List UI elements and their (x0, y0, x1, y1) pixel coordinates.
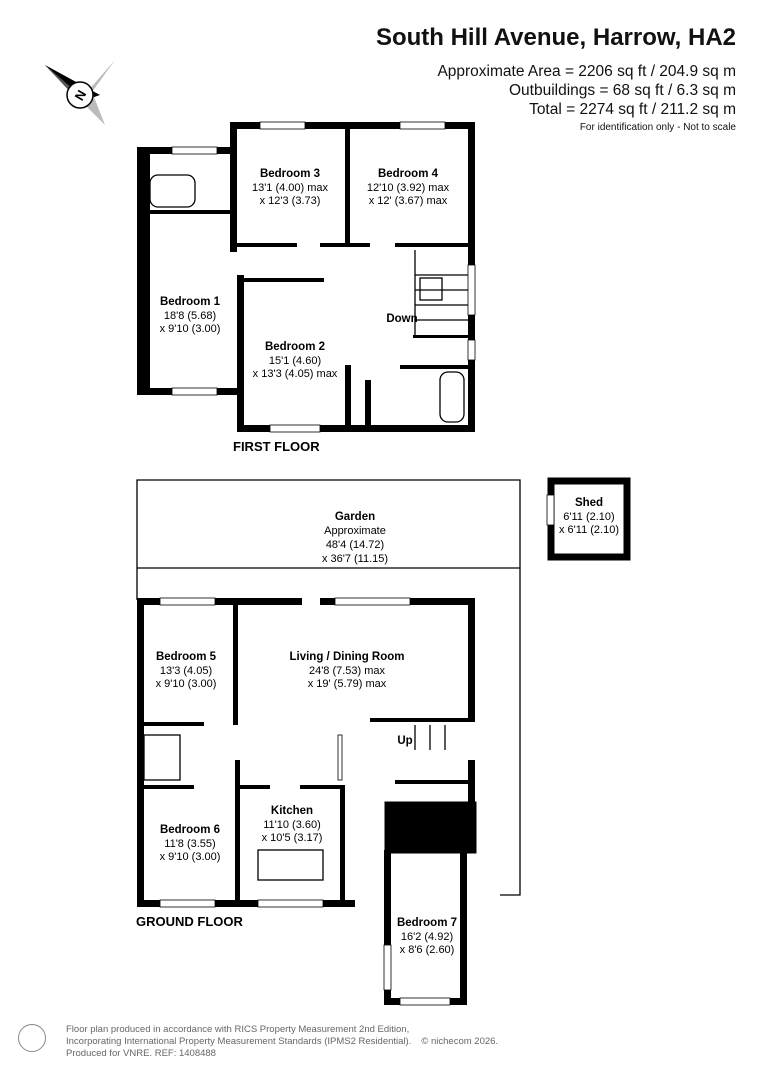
bedroom-1-label: Bedroom 1 (160, 296, 221, 308)
shed-label: Shed (575, 497, 603, 509)
bedroom-3-label: Bedroom 3 (260, 168, 320, 180)
total-area: Total = 2274 sq ft / 211.2 sq m (529, 101, 736, 118)
bedroom-2-dim: x 13'3 (4.05) max (253, 368, 338, 380)
scale-note: For identification only - Not to scale (579, 122, 736, 133)
footer-line: Floor plan produced in accordance with R… (66, 1024, 410, 1035)
stairs-down-label: Down (386, 313, 417, 325)
bedroom-2-dim: 15'1 (4.60) (269, 355, 321, 367)
bedroom-4-dim: x 12' (3.67) max (369, 195, 448, 207)
bedroom-6-label: Bedroom 6 (160, 824, 220, 836)
garden-dim: Approximate (324, 525, 386, 537)
garden-dim: x 36'7 (11.15) (322, 553, 388, 565)
ground-floor-plan (136, 477, 631, 1006)
footer-line: Incorporating International Property Mea… (66, 1036, 412, 1047)
bedroom-1-dim: x 9'10 (3.00) (160, 323, 221, 335)
store-label: Store (421, 823, 450, 835)
shed-dim: x 6'11 (2.10) (559, 524, 619, 536)
living-dining-dim: x 19' (5.79) max (308, 678, 387, 690)
first-floor-label: FIRST FLOOR (233, 439, 320, 454)
bedroom-7-dim: 16'2 (4.92) (401, 931, 453, 943)
garden-label: Garden (335, 511, 375, 523)
kitchen-dim: x 10'5 (3.17) (262, 832, 323, 844)
approximate-area: Approximate Area = 2206 sq ft / 204.9 sq… (437, 63, 736, 80)
compass-icon: N (45, 60, 115, 125)
first-floor-plan (137, 121, 476, 433)
bedroom-2-label: Bedroom 2 (265, 341, 325, 353)
bedroom-1-dim: 18'8 (5.68) (164, 310, 216, 322)
bedroom-6-dim: x 9'10 (3.00) (160, 851, 221, 863)
footer-reference: Produced for VNRE. REF: 1408488 (66, 1048, 216, 1059)
kitchen-label: Kitchen (271, 805, 313, 817)
stairs-up-label: Up (397, 735, 412, 747)
ground-floor-label: GROUND FLOOR (136, 914, 243, 929)
bedroom-4-label: Bedroom 4 (378, 168, 439, 180)
page-title: South Hill Avenue, Harrow, HA2 (375, 24, 736, 51)
bedroom-6-dim: 11'8 (3.55) (164, 838, 215, 850)
shed-dim: 6'11 (2.10) (563, 511, 614, 523)
bedroom-3-dim: 13'1 (4.00) max (252, 182, 329, 194)
garden-dim: 48'4 (14.72) (326, 539, 384, 551)
living-dining-dim: 24'8 (7.53) max (309, 665, 386, 677)
copyright: © nichecom 2026. (421, 1036, 499, 1047)
outbuildings-area: Outbuildings = 68 sq ft / 6.3 sq m (508, 82, 736, 99)
bedroom-7-dim: x 8'6 (2.60) (400, 944, 455, 956)
bedroom-3-dim: x 12'3 (3.73) (260, 195, 321, 207)
kitchen-dim: 11'10 (3.60) (263, 819, 321, 831)
footer: Floor plan produced in accordance with R… (66, 1024, 498, 1060)
bedroom-7-label: Bedroom 7 (397, 917, 457, 929)
bedroom-5-dim: 13'3 (4.05) (160, 665, 212, 677)
living-dining-label: Living / Dining Room (290, 651, 405, 663)
bedroom-5-label: Bedroom 5 (156, 651, 217, 663)
person-icon (18, 1024, 46, 1052)
bedroom-5-dim: x 9'10 (3.00) (156, 678, 217, 690)
bedroom-4-dim: 12'10 (3.92) max (367, 182, 450, 194)
